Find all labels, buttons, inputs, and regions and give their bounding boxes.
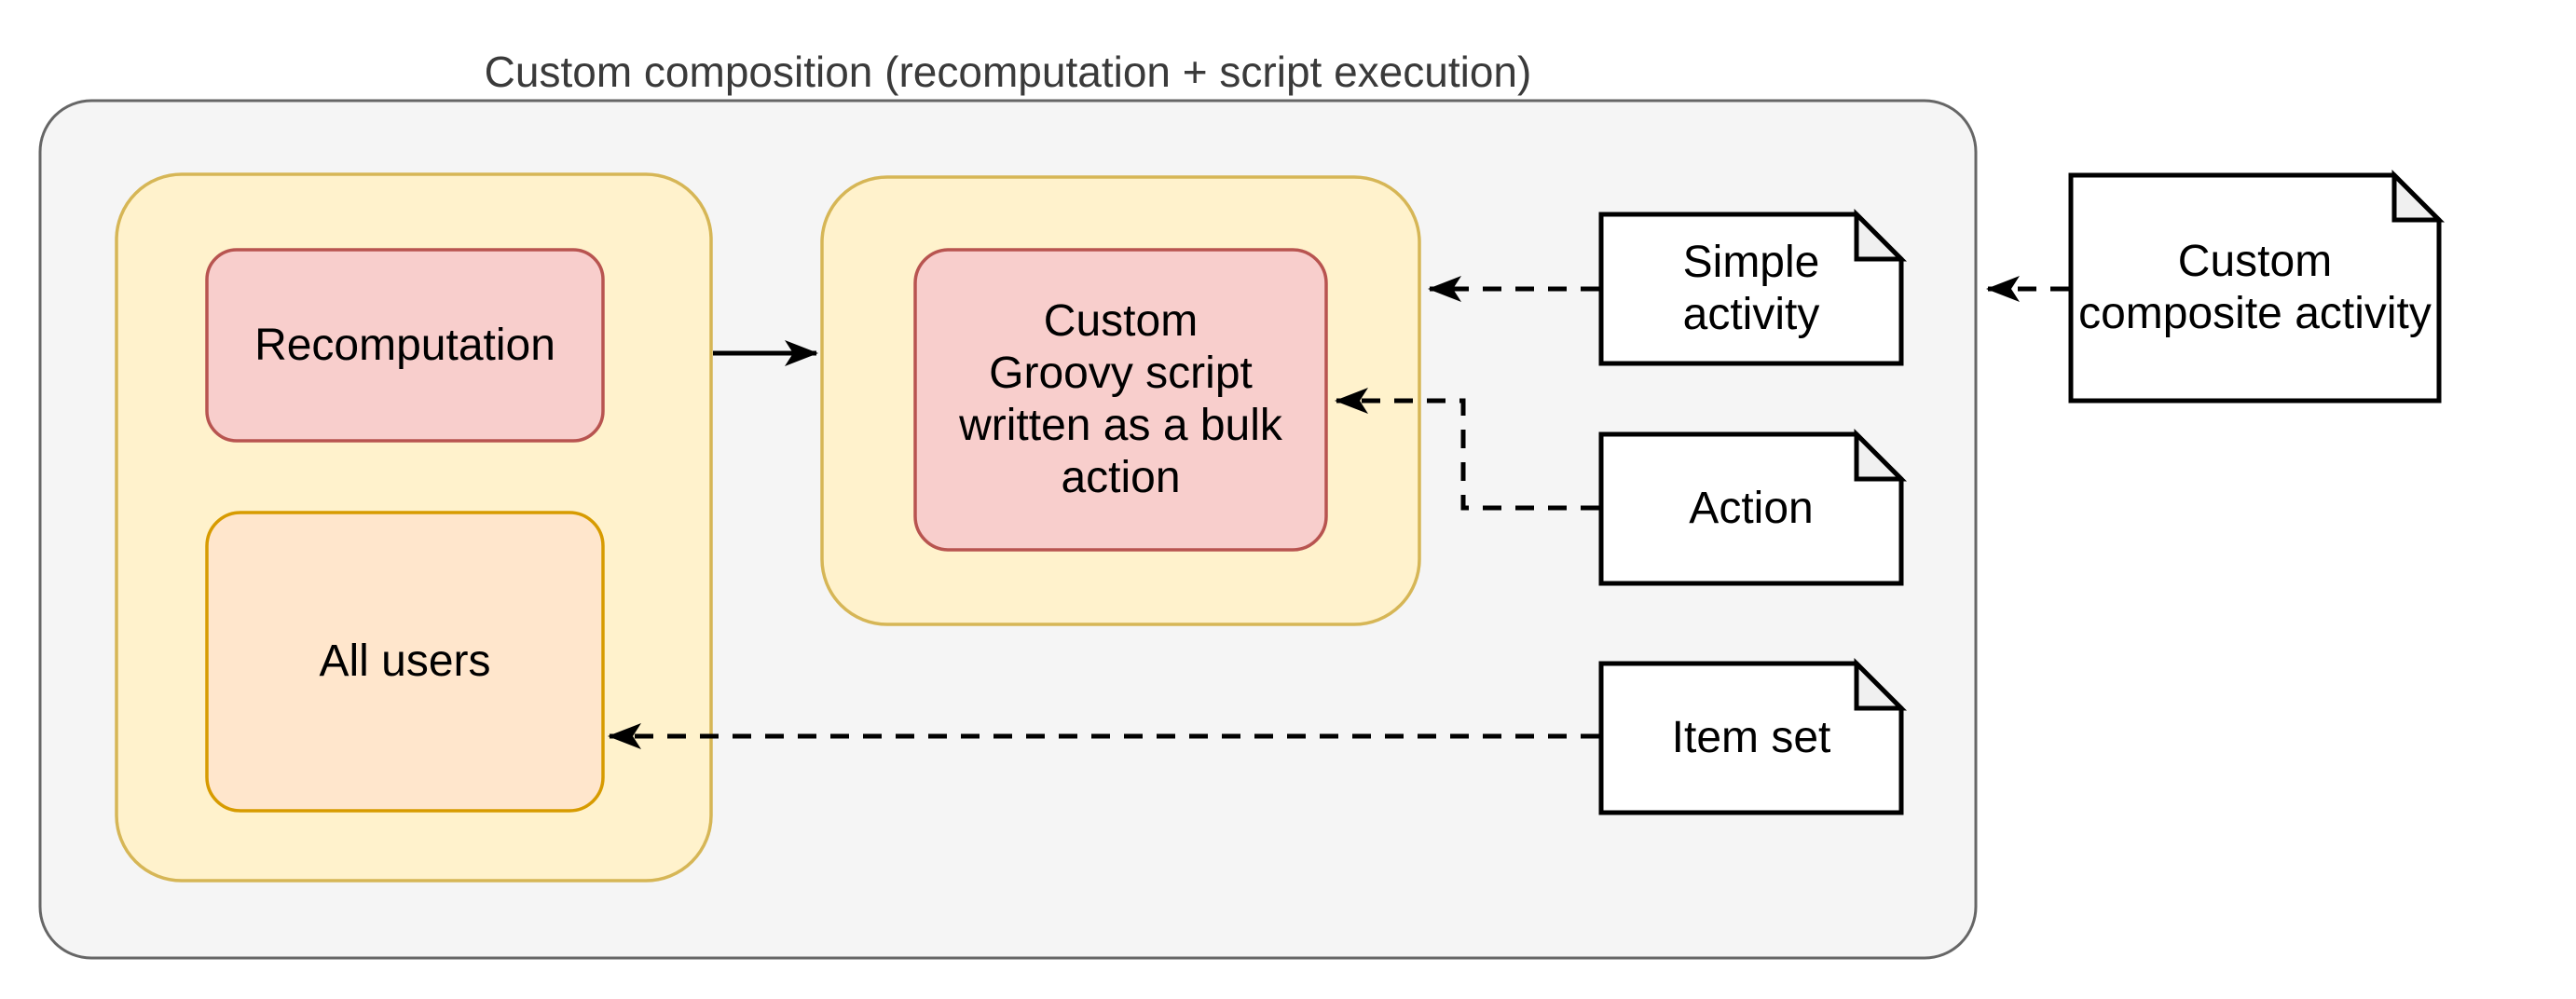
simple-activity-note-label: Simple activity <box>1682 238 1820 339</box>
simple-activity-note-shape <box>1598 212 1904 366</box>
groovy-script-node-label: Custom Groovy script written as a bulk a… <box>959 296 1282 502</box>
custom-composite-activity-note-shape <box>2068 172 2442 404</box>
recomputation-node-label: Recomputation <box>254 320 555 370</box>
item-set-note-label: Item set <box>1671 713 1831 762</box>
groovy-script-node-shape <box>913 248 1328 552</box>
custom-composite-activity-note-label: Custom composite activity <box>2078 237 2432 338</box>
item-set-note-shape <box>1598 661 1904 815</box>
edge-action-to-groovy-script <box>1335 388 1599 511</box>
action-note-label: Action <box>1689 484 1814 533</box>
custom-composite-activity-note-fold-icon <box>2391 169 2446 223</box>
item-set-note-fold-icon <box>1854 657 1908 711</box>
all-users-node-label: All users <box>319 636 491 686</box>
action-note-shape <box>1598 431 1904 586</box>
all-users-node-shape <box>205 511 605 813</box>
recomputation-node-shape <box>205 248 605 443</box>
action-note-fold-icon <box>1854 428 1908 482</box>
simple-activity-note-fold-icon <box>1854 208 1908 262</box>
diagram-title: Custom composition (recomputation + scri… <box>484 48 1532 96</box>
